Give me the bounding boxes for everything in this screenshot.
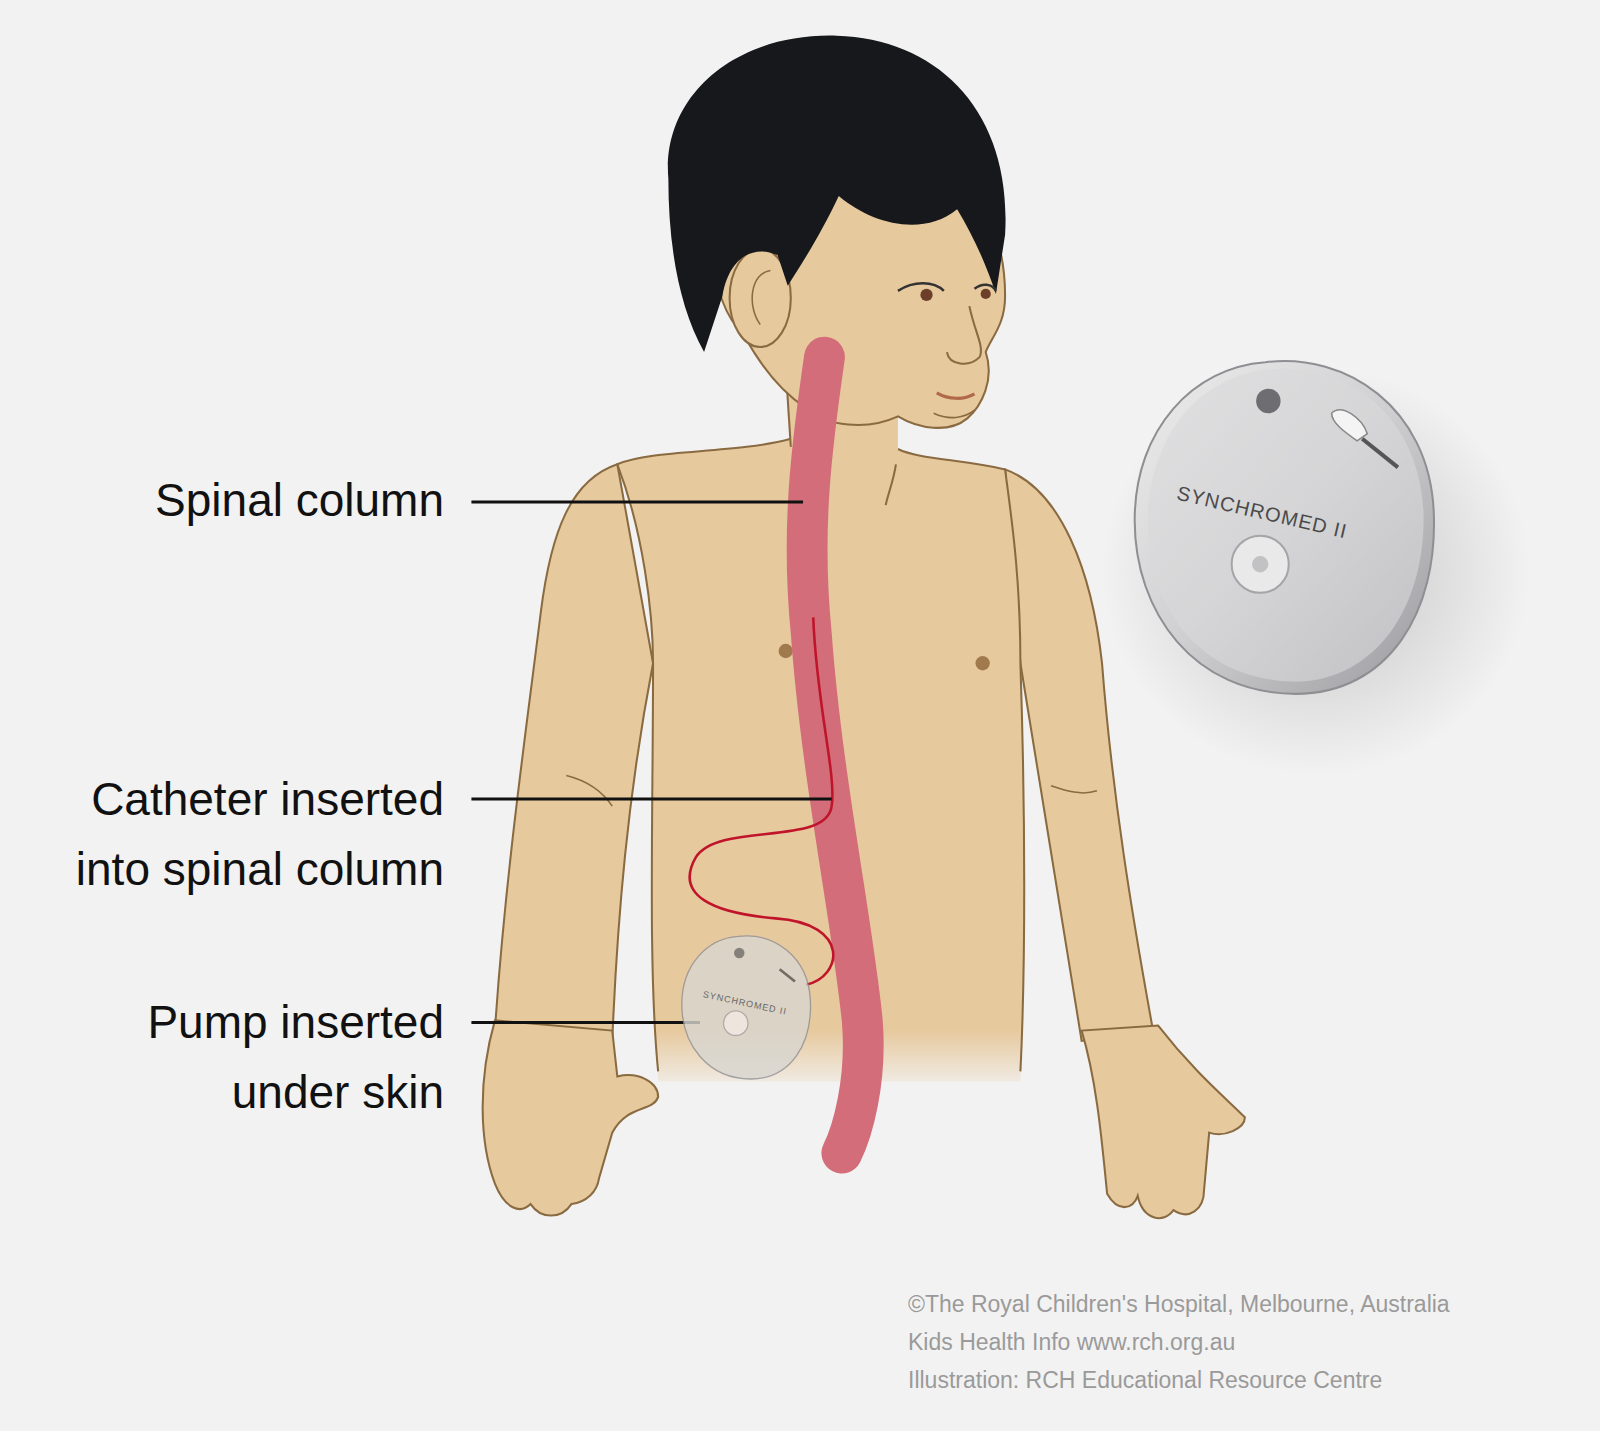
leader-line: [471, 797, 831, 800]
nipple: [976, 656, 990, 670]
child-figure: [471, 36, 1530, 1219]
elbow-crease: [1051, 786, 1097, 793]
leader-line: [471, 501, 803, 504]
hair: [668, 36, 1006, 352]
torso-outline: [898, 449, 1024, 1071]
spinal-column: [807, 357, 863, 1153]
eye: [898, 283, 944, 291]
pump-device: [1135, 361, 1434, 694]
copyright-note: ©The Royal Children's Hospital, Melbourn…: [908, 1291, 1450, 1319]
copyright-note: Illustration: RCH Educational Resource C…: [908, 1367, 1382, 1395]
right-hand: [1082, 1026, 1245, 1219]
device-label: SYNCHROMED II: [702, 990, 788, 1017]
neck-outline: [886, 464, 896, 505]
elbow-crease: [566, 776, 612, 807]
copyright-note: Kids Health Info www.rch.org.au: [908, 1329, 1235, 1357]
part-label: Pump inserted under skin: [44, 987, 444, 1127]
device-label: SYNCHROMED II: [1175, 482, 1350, 543]
nose: [947, 306, 981, 363]
eye: [981, 289, 991, 299]
ear-detail: [752, 270, 770, 324]
part-label: Catheter inserted into spinal column: [44, 764, 444, 904]
catheter: [690, 617, 834, 984]
leader-line: [471, 1021, 700, 1024]
eye: [920, 289, 932, 301]
part-label: Spinal column: [44, 465, 444, 535]
implanted-pump: [682, 936, 811, 1079]
nipple: [779, 644, 793, 658]
left-hand: [483, 1020, 659, 1215]
chin: [934, 410, 975, 417]
left-arm: [495, 464, 653, 1041]
mouth: [937, 393, 975, 398]
